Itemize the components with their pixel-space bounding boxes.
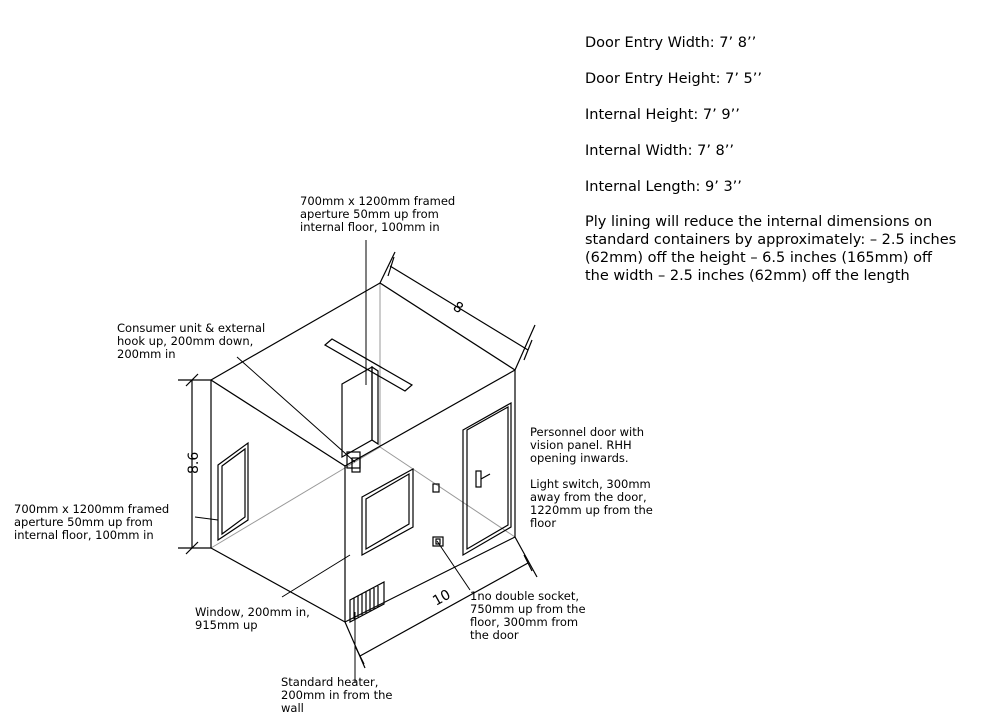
ply-note-line: the width – 2.5 inches (62mm) off the le…	[585, 268, 910, 284]
heater-icon	[349, 581, 385, 623]
dimension-length-label: 10	[430, 587, 453, 610]
ply-note-line: Ply lining will reduce the internal dime…	[585, 214, 933, 230]
left-wall-aperture	[217, 441, 249, 542]
roof-aperture-beam	[323, 338, 414, 392]
internal-aperture-panel	[341, 365, 379, 473]
dimension-height	[178, 373, 211, 555]
spec-internal-height: Internal Height: 7’ 9’’	[585, 107, 740, 123]
container-outline	[210, 282, 516, 623]
label-heater: Standard heater, 200mm in from the wall	[281, 675, 396, 715]
leader-lines	[194, 240, 471, 683]
ply-lining-note: Ply lining will reduce the internal dime…	[585, 213, 990, 285]
annotation-labels: 700mm x 1200mm framed aperture 50mm up f…	[14, 194, 657, 715]
label-aperture-left: 700mm x 1200mm framed aperture 50mm up f…	[14, 502, 173, 542]
light-switch-icon	[432, 483, 440, 493]
ply-note-line: (62mm) off the height – 6.5 inches (165m…	[585, 250, 933, 266]
ply-note-line: standard containers by approximately: – …	[585, 232, 957, 248]
spec-internal-width: Internal Width: 7’ 8’’	[585, 143, 735, 159]
spec-door-entry-height: Door Entry Height: 7’ 5’’	[585, 71, 762, 87]
front-window	[361, 467, 414, 557]
dimension-height-label: 8.6	[186, 452, 202, 474]
dimension-width	[379, 251, 536, 371]
label-light-switch: Light switch, 300mm away from the door, …	[530, 477, 657, 530]
label-socket: 1no double socket, 750mm up from the flo…	[470, 589, 589, 642]
double-socket-icon	[432, 536, 444, 547]
dimension-width-label: 8	[450, 299, 466, 317]
spec-door-entry-width: Door Entry Width: 7’ 8’’	[585, 35, 757, 51]
label-aperture-top: 700mm x 1200mm framed aperture 50mm up f…	[300, 194, 459, 234]
personnel-door	[462, 401, 512, 557]
spec-panel: Door Entry Width: 7’ 8’’ Door Entry Heig…	[585, 33, 990, 285]
spec-internal-length: Internal Length: 9’ 3’’	[585, 179, 742, 195]
label-window: Window, 200mm in, 915mm up	[195, 605, 313, 632]
label-consumer-unit: Consumer unit & external hook up, 200mm …	[117, 321, 269, 361]
label-personnel-door: Personnel door with vision panel. RHH op…	[530, 425, 648, 465]
